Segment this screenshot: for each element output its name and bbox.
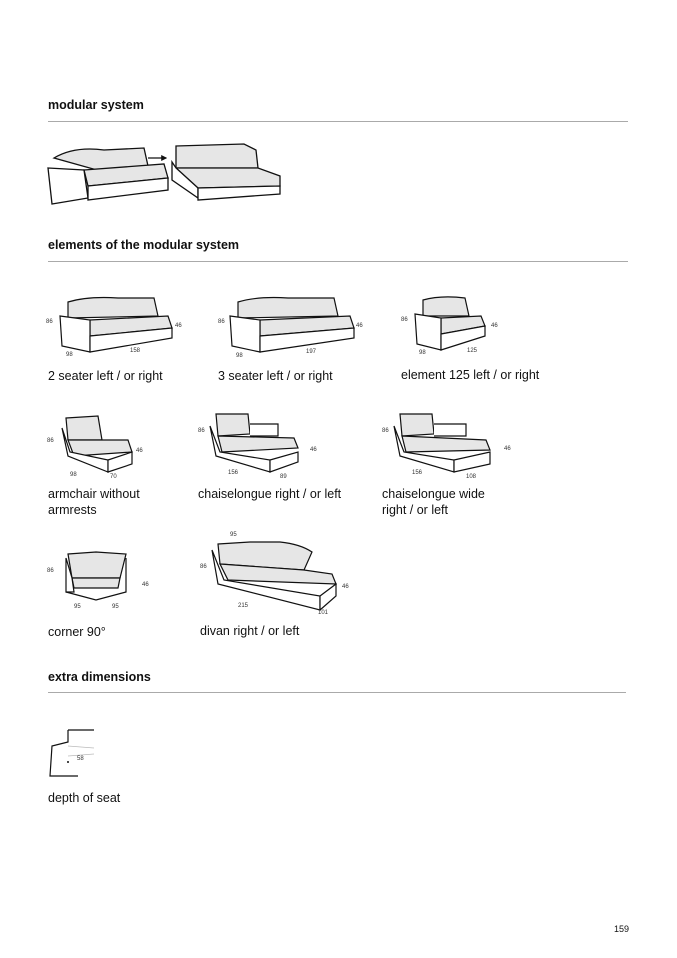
dim-depth: 98 <box>70 472 77 478</box>
dim-seat: 46 <box>310 447 317 453</box>
modular-system-illustration <box>47 143 281 205</box>
item-label: armchair without armrests <box>48 487 140 517</box>
dim-width: 108 <box>466 474 477 480</box>
chaiselongue-drawing <box>209 413 299 473</box>
item-label: 3 seater left / or right <box>218 369 333 383</box>
item-label: 2 seater left / or right <box>48 369 163 383</box>
dim-seat: 46 <box>142 582 149 588</box>
item-label: chaiselongue wide right / or left <box>382 487 485 517</box>
dim-depth: 215 <box>238 603 249 609</box>
dim-depth: 98 <box>236 353 243 359</box>
dim-top: 95 <box>230 532 237 538</box>
dim-seat: 46 <box>175 323 182 329</box>
heading-extra-dimensions: extra dimensions <box>48 670 151 684</box>
item-label: chaiselongue right / or left <box>198 487 342 501</box>
dim-width: 101 <box>318 610 329 616</box>
dim-depth: 98 <box>66 352 73 358</box>
item-label: corner 90° <box>48 625 106 639</box>
sofa-2-seater-drawing <box>59 296 173 353</box>
dim-width: 89 <box>280 474 287 480</box>
dim-height: 86 <box>218 319 225 325</box>
divan-drawing <box>211 541 337 612</box>
item-label: element 125 left / or right <box>401 368 540 382</box>
sofa-element-125-drawing <box>414 296 486 351</box>
dim-seat: 46 <box>356 323 363 329</box>
dim-height: 86 <box>401 317 408 323</box>
dim-depth: 98 <box>419 350 426 356</box>
heading-modular-system: modular system <box>48 98 144 112</box>
dim-width: 197 <box>306 349 317 355</box>
seat-depth-drawing <box>49 729 95 777</box>
dim-height: 86 <box>46 319 53 325</box>
corner-drawing <box>65 551 127 601</box>
dim-width: 70 <box>110 474 117 480</box>
item-label: divan right / or left <box>200 624 300 638</box>
chaiselongue-wide-drawing <box>393 413 491 473</box>
sofa-3-seater-drawing <box>229 296 355 353</box>
armchair-drawing <box>61 415 133 473</box>
dim-seat: 46 <box>491 323 498 329</box>
divider <box>48 261 628 262</box>
dim-depth: 156 <box>412 470 423 476</box>
dim-width: 125 <box>467 348 478 354</box>
dim-seat: 46 <box>504 446 511 452</box>
dim-width: 158 <box>130 348 141 354</box>
dim-seat: 46 <box>136 448 143 454</box>
page-number: 159 <box>614 924 630 934</box>
dim-depth: 95 <box>74 604 81 610</box>
heading-elements: elements of the modular system <box>48 238 240 252</box>
dim-depth: 156 <box>228 470 239 476</box>
dim-width: 95 <box>112 604 119 610</box>
dim-height: 86 <box>47 438 54 444</box>
dim-height: 86 <box>47 568 54 574</box>
divider <box>48 121 628 122</box>
dim-height: 86 <box>382 428 389 434</box>
dim-seat-depth: 58 <box>77 756 84 762</box>
item-label: depth of seat <box>48 791 121 805</box>
dim-seat: 46 <box>342 584 349 590</box>
divider <box>48 692 626 693</box>
dim-height: 86 <box>200 564 207 570</box>
dim-height: 86 <box>198 428 205 434</box>
